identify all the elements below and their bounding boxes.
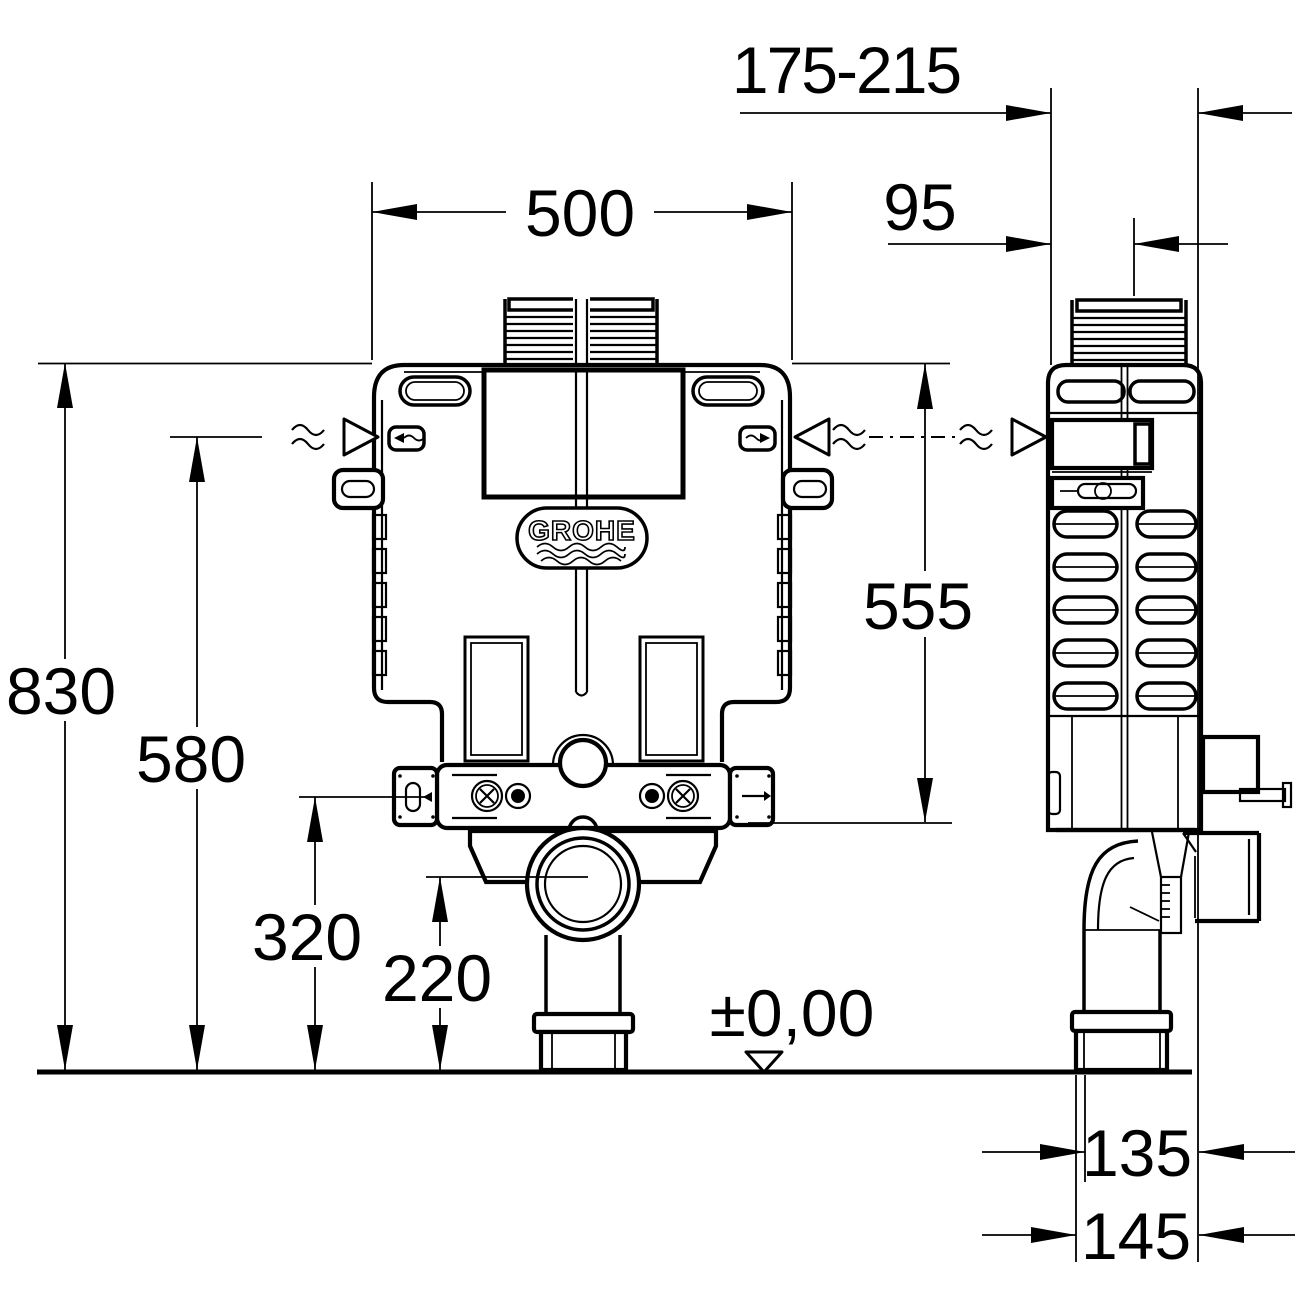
front-lower-slots: [463, 635, 705, 763]
rail-screws: [470, 779, 700, 813]
flow-arrow-front-right: [793, 417, 956, 457]
side-outlet-socket: [1182, 830, 1262, 924]
datum-marker-triangle: [744, 1050, 784, 1074]
dimensions: [38, 88, 1295, 1262]
side-view: [1045, 298, 1293, 1073]
label-320: 320: [252, 900, 362, 974]
front-drain-pipe: [531, 935, 636, 1073]
front-threaded-pipe: [503, 297, 659, 363]
front-view: GROHE: [331, 297, 835, 1073]
front-inspection-window: [481, 367, 686, 500]
grohe-logo-text: GROHE: [528, 515, 636, 546]
label-datum: ±0,00: [710, 976, 875, 1050]
side-inlet-box: [1049, 417, 1155, 473]
dimension-220: [426, 876, 588, 1070]
label-500: 500: [525, 176, 635, 250]
flow-arrow-side: [959, 417, 1048, 457]
dimension-95: [888, 218, 1228, 296]
front-left-tab: [331, 467, 386, 511]
side-threaded-pipe: [1070, 298, 1188, 365]
front-drain-elbow: [467, 815, 719, 943]
side-wall-bracket: [1200, 734, 1293, 809]
dimension-175-215: [740, 88, 1292, 1262]
label-135: 135: [1082, 1116, 1192, 1190]
front-left-clip: [387, 425, 426, 452]
dimension-labels: 500 175-215 95 555 830 580 320 220 ±0,00…: [3, 33, 1192, 1273]
front-edge-ribs: [371, 513, 793, 677]
grohe-logo: GROHE: [515, 506, 649, 570]
label-830: 830: [6, 654, 116, 728]
label-95: 95: [883, 170, 956, 244]
label-555: 555: [863, 569, 973, 643]
side-actuator-box: [1049, 475, 1146, 511]
side-lower-body: [1046, 714, 1201, 833]
label-145: 145: [1081, 1199, 1191, 1273]
label-580: 580: [136, 722, 246, 796]
front-right-clip: [738, 425, 777, 452]
dimension-135: [982, 1075, 1295, 1262]
label-220: 220: [382, 941, 492, 1015]
flow-arrow-left: [291, 417, 380, 457]
dimension-145: [982, 1227, 1295, 1243]
side-drain-pipe: [1069, 929, 1174, 1073]
label-175-215: 175-215: [732, 33, 960, 107]
side-ribs: [1052, 509, 1198, 711]
side-elbow: [1082, 831, 1191, 935]
front-right-tab: [780, 467, 835, 511]
front-top-slots: [398, 375, 765, 407]
